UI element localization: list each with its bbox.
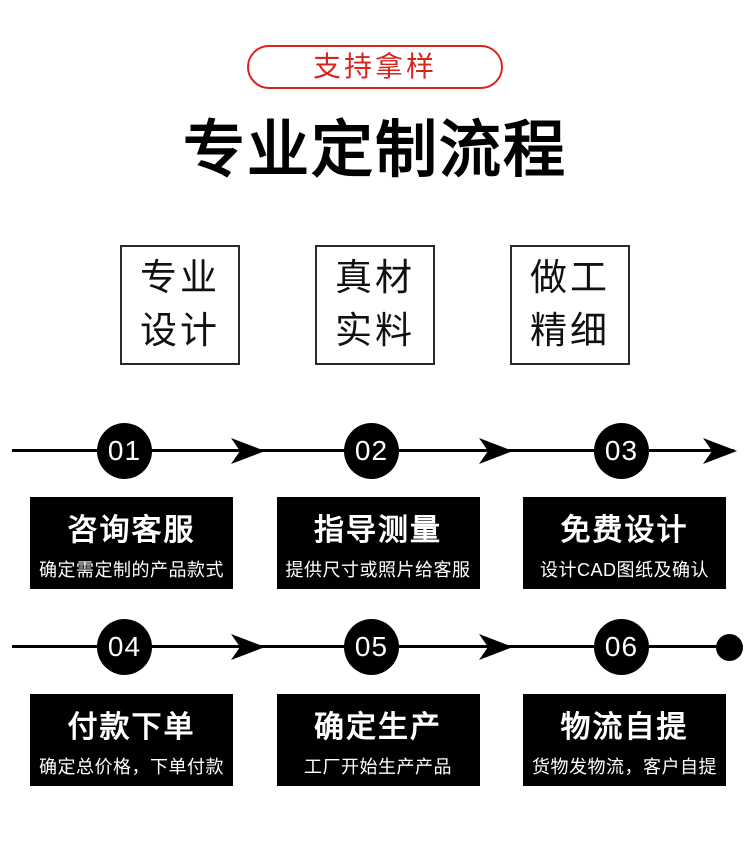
feature-box-row: 专业 设计 真材 实料 做工 精细	[0, 245, 750, 365]
feature-line: 专业	[140, 257, 220, 299]
step-circle-03: 03	[594, 423, 649, 479]
step-title: 付款下单	[67, 710, 196, 744]
step-title: 物流自提	[560, 710, 689, 744]
flow-line-row-1: 01 02 03	[0, 423, 750, 479]
arrow-icon	[479, 634, 513, 660]
step-circle-01: 01	[97, 423, 152, 479]
step-description: 设计CAD图纸及确认	[539, 559, 709, 580]
step-title: 咨询客服	[67, 513, 196, 547]
feature-line: 设计	[140, 310, 220, 351]
step-description: 工厂开始生产产品	[304, 756, 452, 777]
arrow-icon	[231, 634, 265, 660]
step-description: 货物发物流，客户自提	[532, 756, 717, 777]
feature-line: 精细	[530, 310, 610, 351]
step-box-row-1: 咨询客服 确定需定制的产品款式 指导测量 提供尺寸或照片给客服 免费设计 设计C…	[0, 497, 750, 589]
step-box-logistics: 物流自提 货物发物流，客户自提	[523, 694, 726, 786]
feature-line: 做工	[530, 257, 610, 299]
step-description: 确定总价格，下单付款	[39, 756, 224, 777]
step-circle-06: 06	[594, 619, 649, 675]
feature-line: 真材	[335, 257, 415, 299]
feature-box-workmanship: 做工 精细	[510, 245, 630, 365]
step-circle-05: 05	[344, 619, 399, 675]
step-description: 确定需定制的产品款式	[39, 559, 224, 580]
step-title: 免费设计	[560, 513, 689, 547]
arrow-icon	[703, 438, 737, 464]
step-box-consult: 咨询客服 确定需定制的产品款式	[30, 497, 233, 589]
step-box-row-2: 付款下单 确定总价格，下单付款 确定生产 工厂开始生产产品 物流自提 货物发物流…	[0, 694, 750, 786]
step-box-free-design: 免费设计 设计CAD图纸及确认	[523, 497, 726, 589]
badge-row: 支持拿样	[0, 0, 750, 89]
step-circle-02: 02	[344, 423, 399, 479]
step-title: 指导测量	[314, 513, 442, 547]
step-circle-04: 04	[97, 619, 152, 675]
sample-support-badge: 支持拿样	[246, 45, 503, 89]
arrow-icon	[479, 438, 513, 464]
feature-box-materials: 真材 实料	[315, 245, 435, 365]
end-dot	[716, 634, 743, 661]
feature-box-design: 专业 设计	[120, 245, 240, 365]
step-box-production: 确定生产 工厂开始生产产品	[276, 694, 480, 786]
arrow-icon	[231, 438, 265, 464]
page-title: 专业定制流程	[182, 116, 567, 185]
feature-line: 实料	[335, 310, 415, 351]
flow-line-row-2: 04 05 06	[0, 619, 750, 675]
step-box-measure: 指导测量 提供尺寸或照片给客服	[276, 497, 480, 589]
step-box-payment: 付款下单 确定总价格，下单付款	[30, 694, 233, 786]
step-title: 确定生产	[314, 710, 442, 744]
step-description: 提供尺寸或照片给客服	[285, 559, 471, 580]
